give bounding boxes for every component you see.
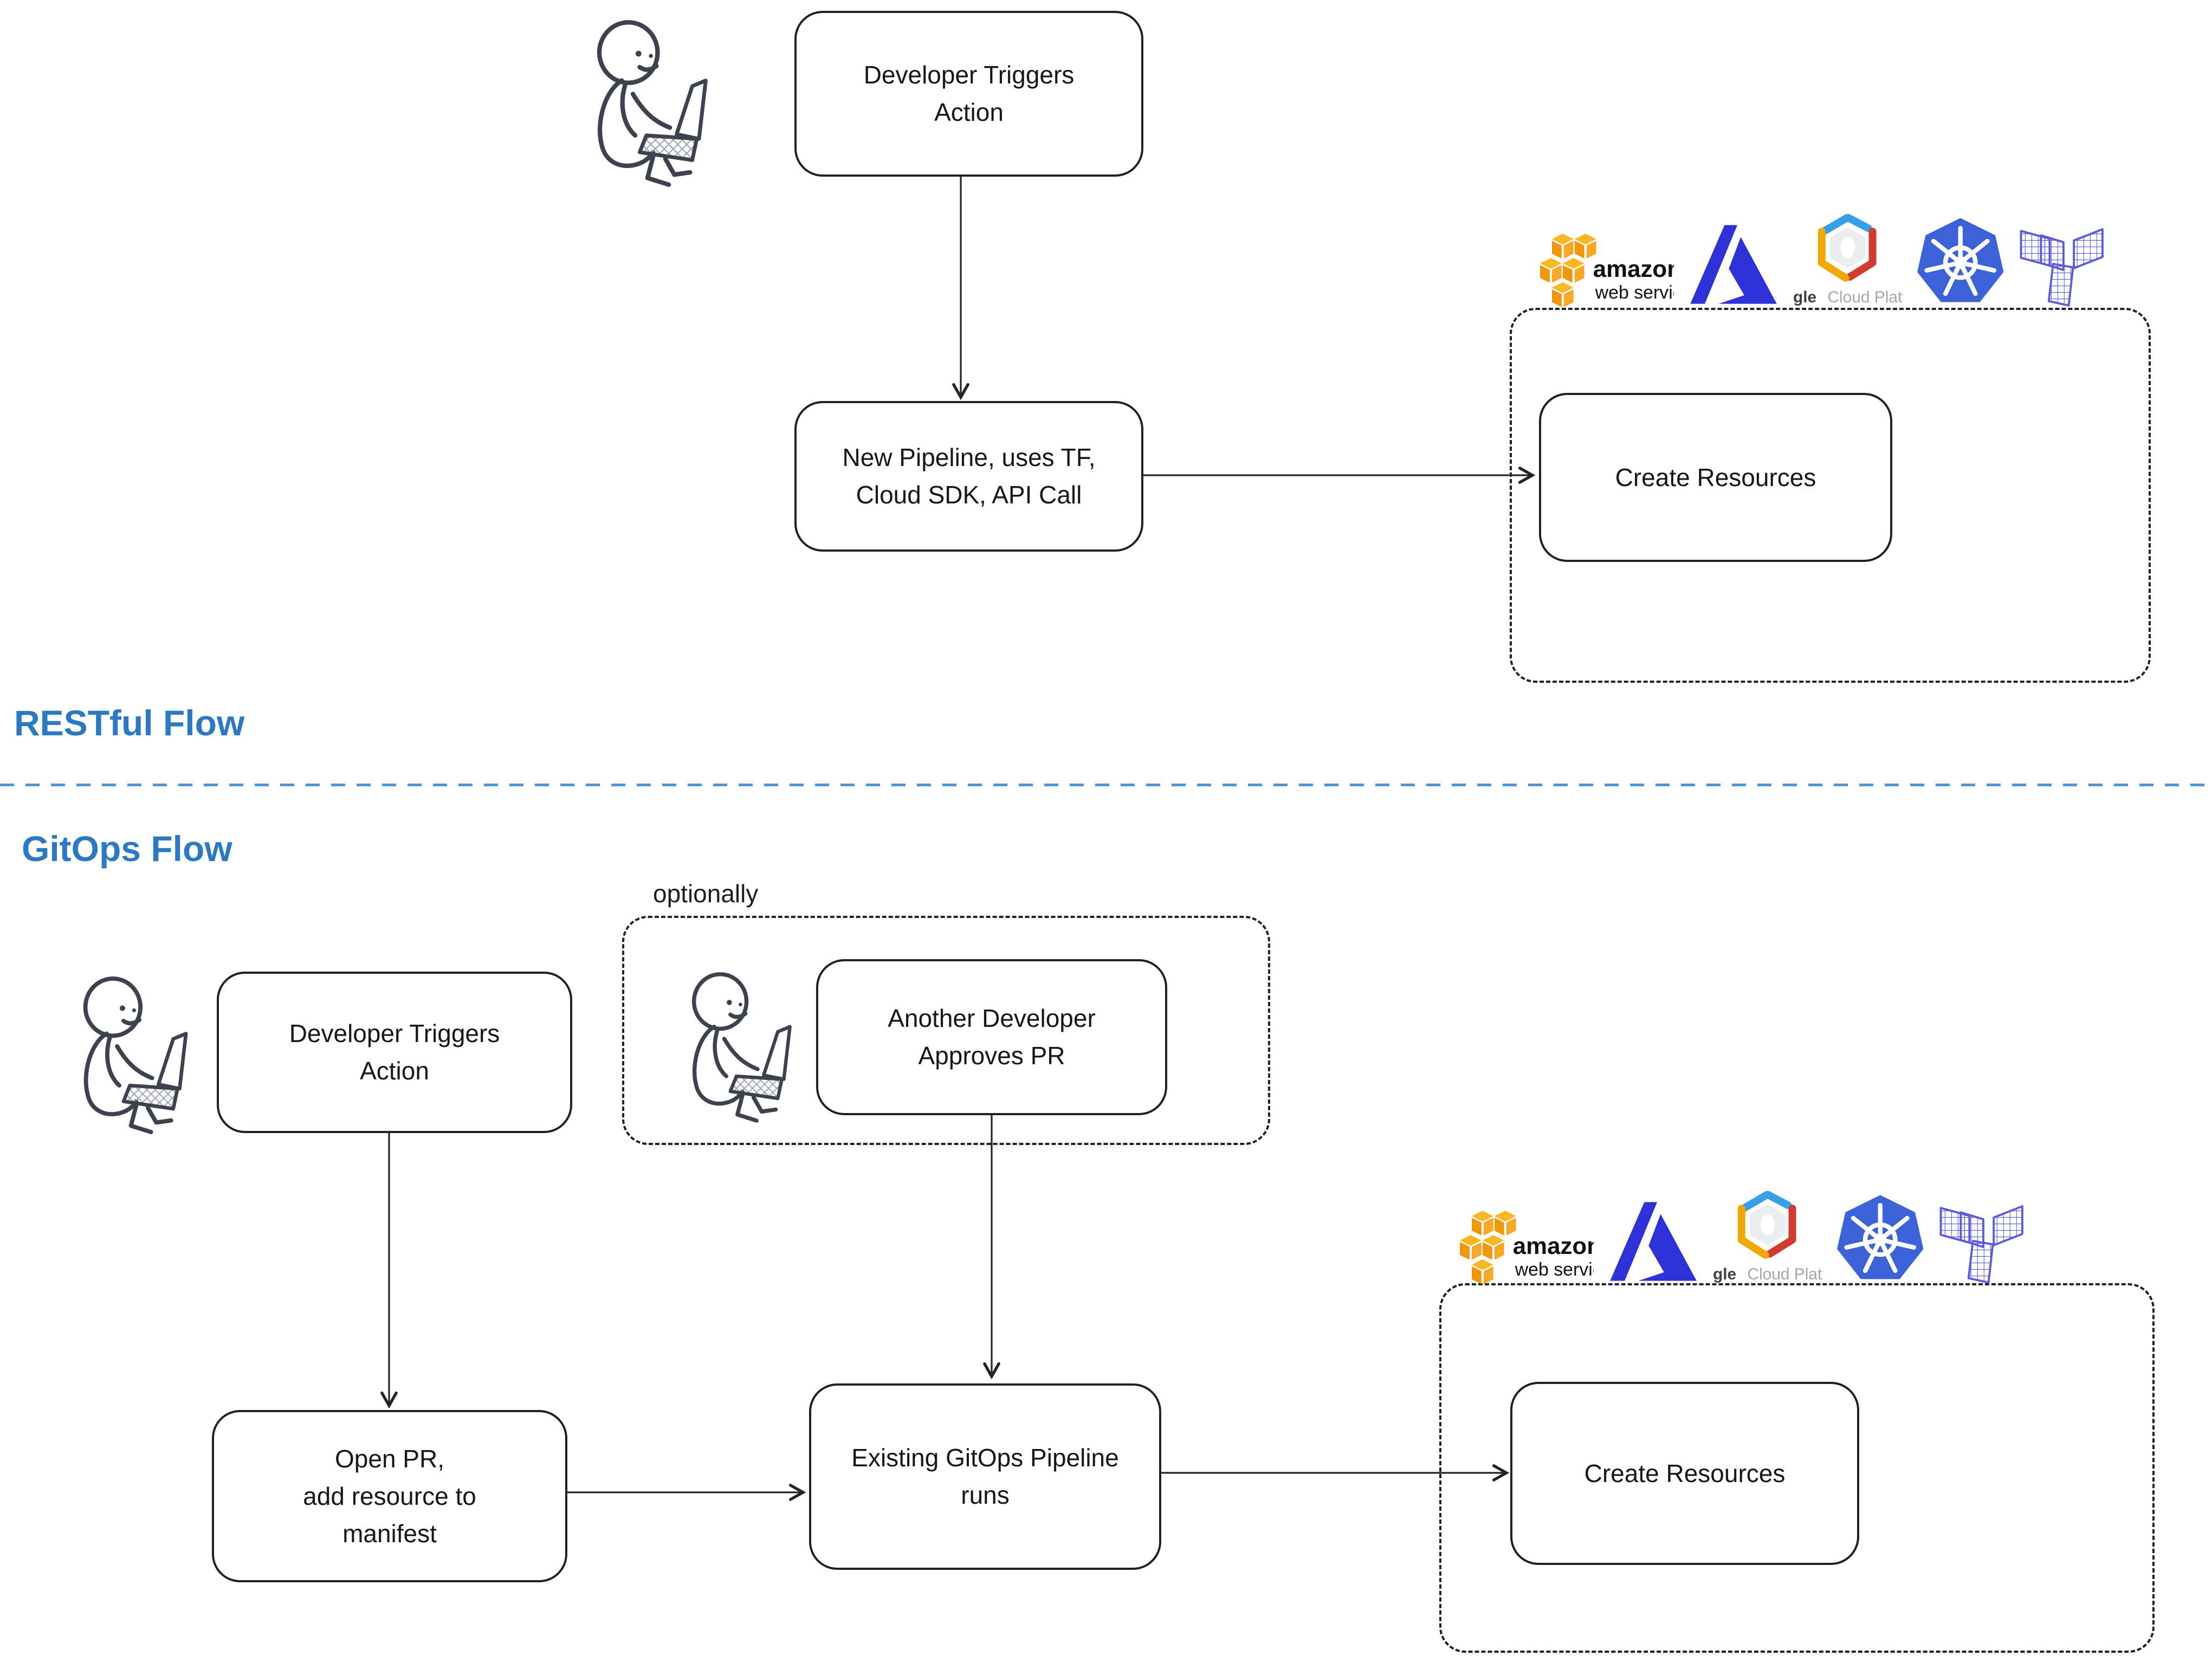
aws-logo: amazon web services [1459,1211,1594,1284]
cloud-provider-logos-row: amazon web services Google Cloud Platfor… [1539,213,2105,307]
node-label: Create Resources [1584,1455,1786,1492]
developer-person-icon [588,19,712,187]
gcp-platform-wordmark: Cloud Platform [1827,288,1903,306]
node-label: Developer Triggers Action [289,1015,500,1090]
google-cloud-platform-logo: Google Cloud Platform [1793,214,1903,306]
node-label-line: manifest [342,1519,437,1548]
gcp-google-wordmark: Google [1793,288,1816,306]
gitops-open-pr-node: Open PR, add resource to manifest [212,1410,567,1582]
node-label-line: Create Resources [1615,463,1816,491]
flow-divider [0,784,2212,786]
aws-logo: amazon web services [1540,234,1674,307]
node-label-line: Action [360,1057,429,1085]
gcp-platform-wordmark: Cloud Platform [1747,1265,1823,1283]
node-label: Create Resources [1615,459,1816,496]
kubernetes-logo [1837,1195,1924,1279]
restful-create-resources-node: Create Resources [1539,393,1892,562]
node-label-line: Approves PR [918,1042,1065,1070]
node-label-line: New Pipeline, uses TF, [842,443,1096,471]
developer-person-icon [75,975,191,1134]
node-label-line: Developer Triggers [289,1019,500,1047]
node-label-line: add resource to [303,1482,476,1510]
azure-logo [1610,1202,1697,1281]
aws-wordmark: amazon [1593,256,1674,282]
gitops-another-developer-approves-node: Another Developer Approves PR [816,959,1167,1115]
kubernetes-logo [1917,218,2004,302]
gitops-create-resources-node: Create Resources [1510,1382,1859,1565]
google-cloud-platform-logo: Google Cloud Platform [1712,1191,1823,1283]
node-label-line: Open PR, [335,1444,444,1473]
restful-flow-label: RESTful Flow [14,703,245,743]
restful-developer-triggers-action-node: Developer Triggers Action [794,11,1143,177]
svg-text:Google Cloud Platform: Google Cloud Platform [1793,288,1903,306]
node-label-line: Developer Triggers [863,61,1075,89]
node-label: Existing GitOps Pipeline runs [851,1439,1118,1514]
gitops-existing-pipeline-node: Existing GitOps Pipeline runs [809,1383,1161,1570]
cloud-provider-logos-row: amazon web services Google Cloud Platfor… [1459,1190,2025,1284]
node-label-line: Action [934,98,1004,126]
svg-text:Google Cloud Platform: Google Cloud Platform [1712,1265,1823,1283]
y-grid-mesh-logo [2020,228,2104,307]
aws-wordmark-sub: web services [1515,1259,1594,1280]
node-label: Another Developer Approves PR [888,1000,1096,1075]
aws-wordmark: amazon [1513,1233,1594,1259]
node-label-line: Existing GitOps Pipeline [851,1444,1119,1472]
optionally-label: optionally [653,879,759,908]
gitops-flow-label: GitOps Flow [22,829,232,869]
node-label-line: runs [961,1481,1010,1509]
gcp-google-wordmark: Google [1712,1265,1736,1283]
node-label-line: Create Resources [1584,1459,1786,1487]
y-grid-mesh-logo [1939,1205,2023,1284]
node-label-line: Cloud SDK, API Call [856,481,1082,509]
node-label: New Pipeline, uses TF, Cloud SDK, API Ca… [842,439,1095,514]
azure-logo [1690,225,1777,304]
aws-wordmark-sub: web services [1595,282,1674,303]
developer-person-icon [684,971,795,1123]
gitops-developer-triggers-action-node: Developer Triggers Action [217,972,572,1133]
node-label: Developer Triggers Action [864,56,1075,131]
node-label-line: Another Developer [888,1004,1096,1032]
node-label: Open PR, add resource to manifest [303,1440,476,1553]
restful-new-pipeline-node: New Pipeline, uses TF, Cloud SDK, API Ca… [794,401,1143,552]
